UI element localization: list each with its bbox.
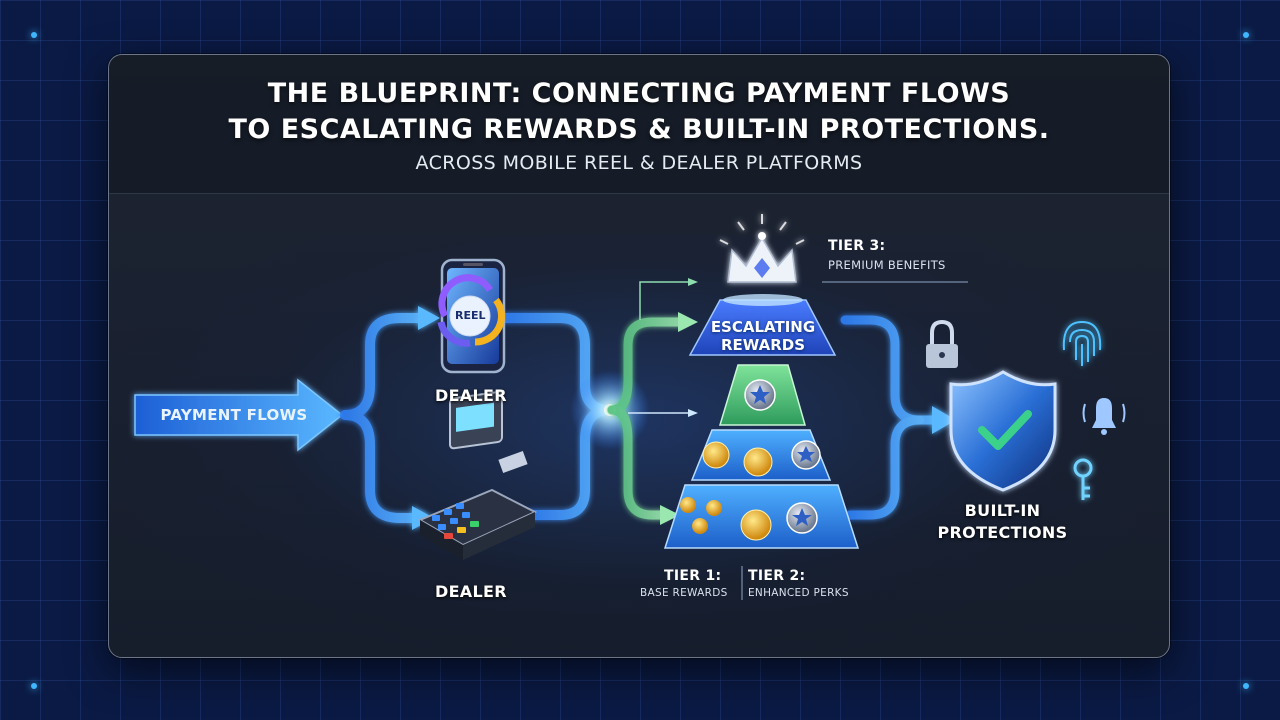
arrowhead-thin xyxy=(688,409,698,417)
tier-3-block xyxy=(718,364,806,426)
title-line-1: THE BLUEPRINT: CONNECTING PAYMENT FLOWS xyxy=(267,78,1011,109)
arrowhead-tier-top xyxy=(678,312,698,332)
coin-icon xyxy=(706,500,722,516)
coin-icon xyxy=(680,497,696,513)
key-icon xyxy=(1073,458,1093,500)
shield-check-icon xyxy=(949,370,1057,492)
coin-icon xyxy=(740,509,772,541)
diagram-panel: THE BLUEPRINT: CONNECTING PAYMENT FLOWS … xyxy=(108,54,1170,658)
tier-3-title: TIER 3: xyxy=(828,238,886,254)
grid-dot xyxy=(1243,32,1249,38)
coin-icon xyxy=(692,518,708,534)
payment-flows-arrow xyxy=(134,378,344,452)
built-in-protections-label: BUILT-IN PROTECTIONS xyxy=(937,501,1068,542)
fingerprint-icon xyxy=(1062,320,1102,366)
split-flow-lines xyxy=(340,313,425,523)
escalating-rewards-tier xyxy=(688,294,837,356)
crown-icon xyxy=(719,214,805,283)
grid-dot xyxy=(31,683,37,689)
card-terminal-icon xyxy=(417,390,538,560)
reel-badge-label: REEL xyxy=(455,309,486,322)
tier-1-description: BASE REWARDS xyxy=(640,587,728,599)
tier-2-title: TIER 2: xyxy=(748,568,806,584)
tier-1-title: TIER 1: xyxy=(664,568,722,584)
arrowhead-top xyxy=(418,306,440,330)
bell-icon xyxy=(1082,398,1126,435)
reward-flow-lines xyxy=(607,317,685,520)
arrowhead-shield xyxy=(932,406,956,434)
dealer-label-top: DEALER xyxy=(435,386,507,405)
arrowhead-thin-top xyxy=(688,278,698,286)
title-line-2: TO ESCALATING REWARDS & BUILT-IN PROTECT… xyxy=(228,114,1050,145)
tier-2-block xyxy=(690,429,832,481)
coin-icon xyxy=(743,447,773,477)
tier-2-description: ENHANCED PERKS xyxy=(748,587,849,599)
cycle-arrows-icon xyxy=(437,274,505,347)
tier-3-description: PREMIUM BENEFITS xyxy=(828,258,946,272)
arrowhead-tier-bottom xyxy=(660,505,680,525)
tier-1-block xyxy=(663,484,860,549)
grid-dot xyxy=(1243,683,1249,689)
header-band xyxy=(109,55,1169,194)
grid-dot xyxy=(31,32,37,38)
padlock-icon xyxy=(926,319,958,368)
subtitle: ACROSS MOBILE REEL & DEALER PLATFORMS xyxy=(415,152,863,174)
protection-flow-lines xyxy=(840,315,940,520)
escalating-rewards-label: ESCALATING REWARDS xyxy=(710,318,816,354)
coin-icon xyxy=(702,441,730,469)
dealer-label-bottom: DEALER xyxy=(435,582,507,601)
thin-connector-top xyxy=(639,281,690,320)
payment-flows-label: PAYMENT FLOWS xyxy=(160,406,308,424)
